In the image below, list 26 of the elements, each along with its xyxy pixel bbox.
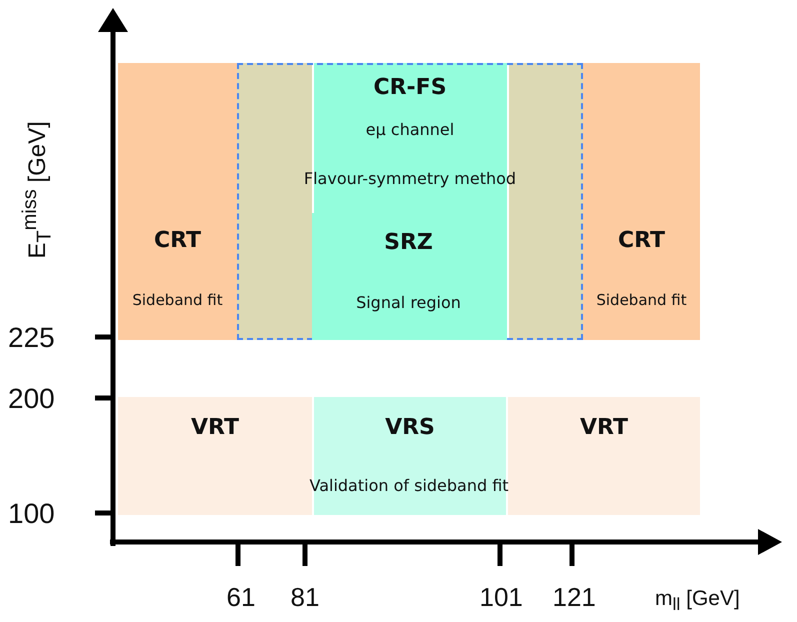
region-name: VRT bbox=[579, 415, 629, 440]
tick-label: 81 bbox=[290, 582, 320, 613]
region-description: Signal region bbox=[355, 293, 462, 312]
region-name: CRT bbox=[616, 228, 666, 253]
tick-label: 61 bbox=[226, 582, 256, 613]
axis-title: m$_{ll}$ [GeV] bbox=[655, 587, 740, 616]
region-description: eμ channel bbox=[364, 120, 456, 139]
region-name: SRZ bbox=[383, 230, 434, 255]
region-description: Flavour-symmetry method bbox=[302, 169, 518, 188]
tick-label: 200 bbox=[8, 383, 55, 415]
tick-label: 121 bbox=[552, 582, 596, 613]
region-name: VRS bbox=[384, 415, 436, 440]
validation-region-band bbox=[508, 397, 700, 515]
region-name: VRT bbox=[190, 415, 240, 440]
region-description: Sideband fit bbox=[131, 291, 224, 309]
region-name: CR-FS bbox=[372, 75, 448, 100]
signal-region-band bbox=[312, 213, 505, 340]
region-description: Sideband fit bbox=[595, 291, 688, 309]
region-band bbox=[583, 63, 700, 340]
region-name: CRT bbox=[152, 228, 202, 253]
region-description: Validation of sideband fit bbox=[310, 476, 509, 495]
region-band bbox=[118, 63, 237, 340]
control-region-outline bbox=[237, 63, 583, 340]
tick-label: 225 bbox=[8, 322, 55, 354]
tick-label: 101 bbox=[480, 582, 523, 613]
tick-label: 100 bbox=[8, 498, 55, 530]
